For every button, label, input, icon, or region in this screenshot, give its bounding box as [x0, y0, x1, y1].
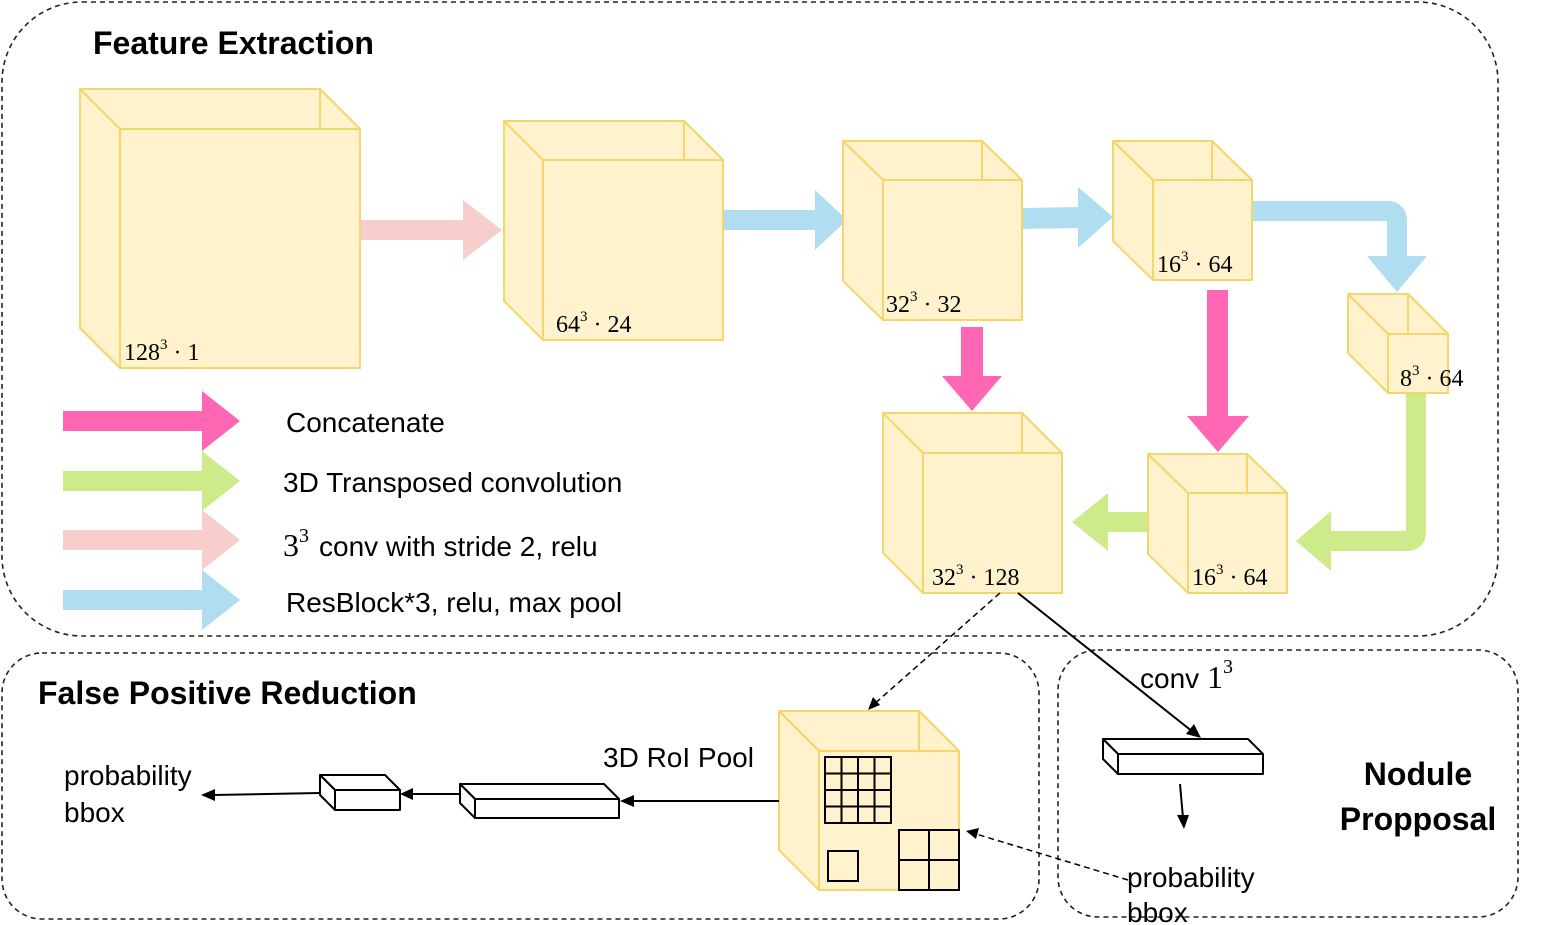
roi-cube — [778, 710, 960, 891]
nodule-output-arrowhead — [1177, 815, 1189, 829]
nodule-dashed-arrowhead — [966, 828, 979, 839]
cube-input — [79, 88, 361, 369]
cube-label-16a: 163 · 64 — [1157, 249, 1233, 278]
nodule-proposal-title-line2: Propposal — [1340, 801, 1496, 837]
legend-concatenate-swatch — [63, 391, 240, 451]
feature-extraction-panel — [1, 1, 1499, 637]
concatenate-arrow-2 — [1187, 290, 1249, 452]
cube-64 — [503, 120, 724, 341]
transposed-arrow-1-head — [1296, 511, 1331, 571]
small-to-output-arrowhead — [201, 789, 215, 801]
false-positive-panel — [1, 652, 1040, 920]
nodule-output-line — [1179, 783, 1184, 819]
roi-grid-medium — [898, 829, 960, 891]
cube-label-16b: 163 · 64 — [1192, 562, 1268, 591]
roi-grid-large — [824, 756, 892, 824]
fc-to-small-arrowhead — [400, 788, 413, 800]
roi-pool-label: 3D RoI Pool — [603, 742, 754, 773]
resblock-arrow-3-head — [1367, 256, 1427, 292]
cube-label-64: 643 · 24 — [556, 309, 632, 338]
legend-transposed-label: 3D Transposed convolution — [283, 467, 622, 498]
conv-arrowhead — [1186, 724, 1201, 738]
cube-32-128 — [882, 412, 1063, 594]
roi-dashed-connector — [871, 592, 1001, 707]
transposed-arrow-2 — [1072, 493, 1148, 551]
nodule-proposal-title-line1: Nodule — [1364, 756, 1472, 792]
cube-16a — [1112, 140, 1253, 281]
cube-label-32-128: 323 · 128 — [932, 562, 1020, 591]
resblock-arrow-2 — [1022, 187, 1113, 248]
legend-concatenate-label: Concatenate — [286, 407, 445, 438]
resblock-arrow-1 — [723, 190, 847, 250]
conv-connector — [1017, 592, 1194, 733]
nodule-proposal-panel — [1057, 649, 1519, 918]
fc-bar-large — [459, 783, 620, 819]
nodule-dashed-connector — [975, 833, 1129, 881]
roi-grid-small — [827, 850, 859, 882]
false-positive-title: False Positive Reduction — [38, 675, 417, 711]
feature-extraction-title: Feature Extraction — [93, 25, 374, 61]
legend-resblock-swatch — [63, 570, 240, 630]
roi-dashed-arrowhead — [868, 697, 880, 710]
conv-stride-arrow — [360, 200, 502, 260]
fp-bbox-label: bbox — [64, 797, 125, 828]
cube-label-8: 83 · 64 — [1400, 363, 1464, 392]
small-to-output-line — [212, 792, 321, 796]
transposed-arrow-1 — [1328, 393, 1426, 551]
legend-conv-stride-swatch — [63, 510, 240, 570]
cube-label-32: 323 · 32 — [886, 289, 962, 318]
np-bbox-label: bbox — [1127, 897, 1188, 925]
cube-label-input: 1283 · 1 — [124, 337, 200, 366]
concatenate-arrow-1 — [942, 327, 1002, 411]
nodule-bar — [1102, 738, 1264, 775]
legend-resblock-label: ResBlock*3, relu, max pool — [286, 587, 622, 618]
cube-32 — [842, 140, 1023, 321]
fc-bar-small — [319, 774, 401, 811]
legend-transposed-swatch — [63, 451, 240, 511]
fp-probability-label: probability — [64, 760, 192, 791]
resblock-arrow-3 — [1252, 201, 1407, 258]
cube-16b — [1147, 453, 1288, 594]
cube-8 — [1347, 293, 1449, 394]
conv-label: conv 13 — [1140, 656, 1233, 695]
np-probability-label: probability — [1127, 862, 1255, 893]
roi-to-fc-arrowhead — [620, 795, 634, 807]
